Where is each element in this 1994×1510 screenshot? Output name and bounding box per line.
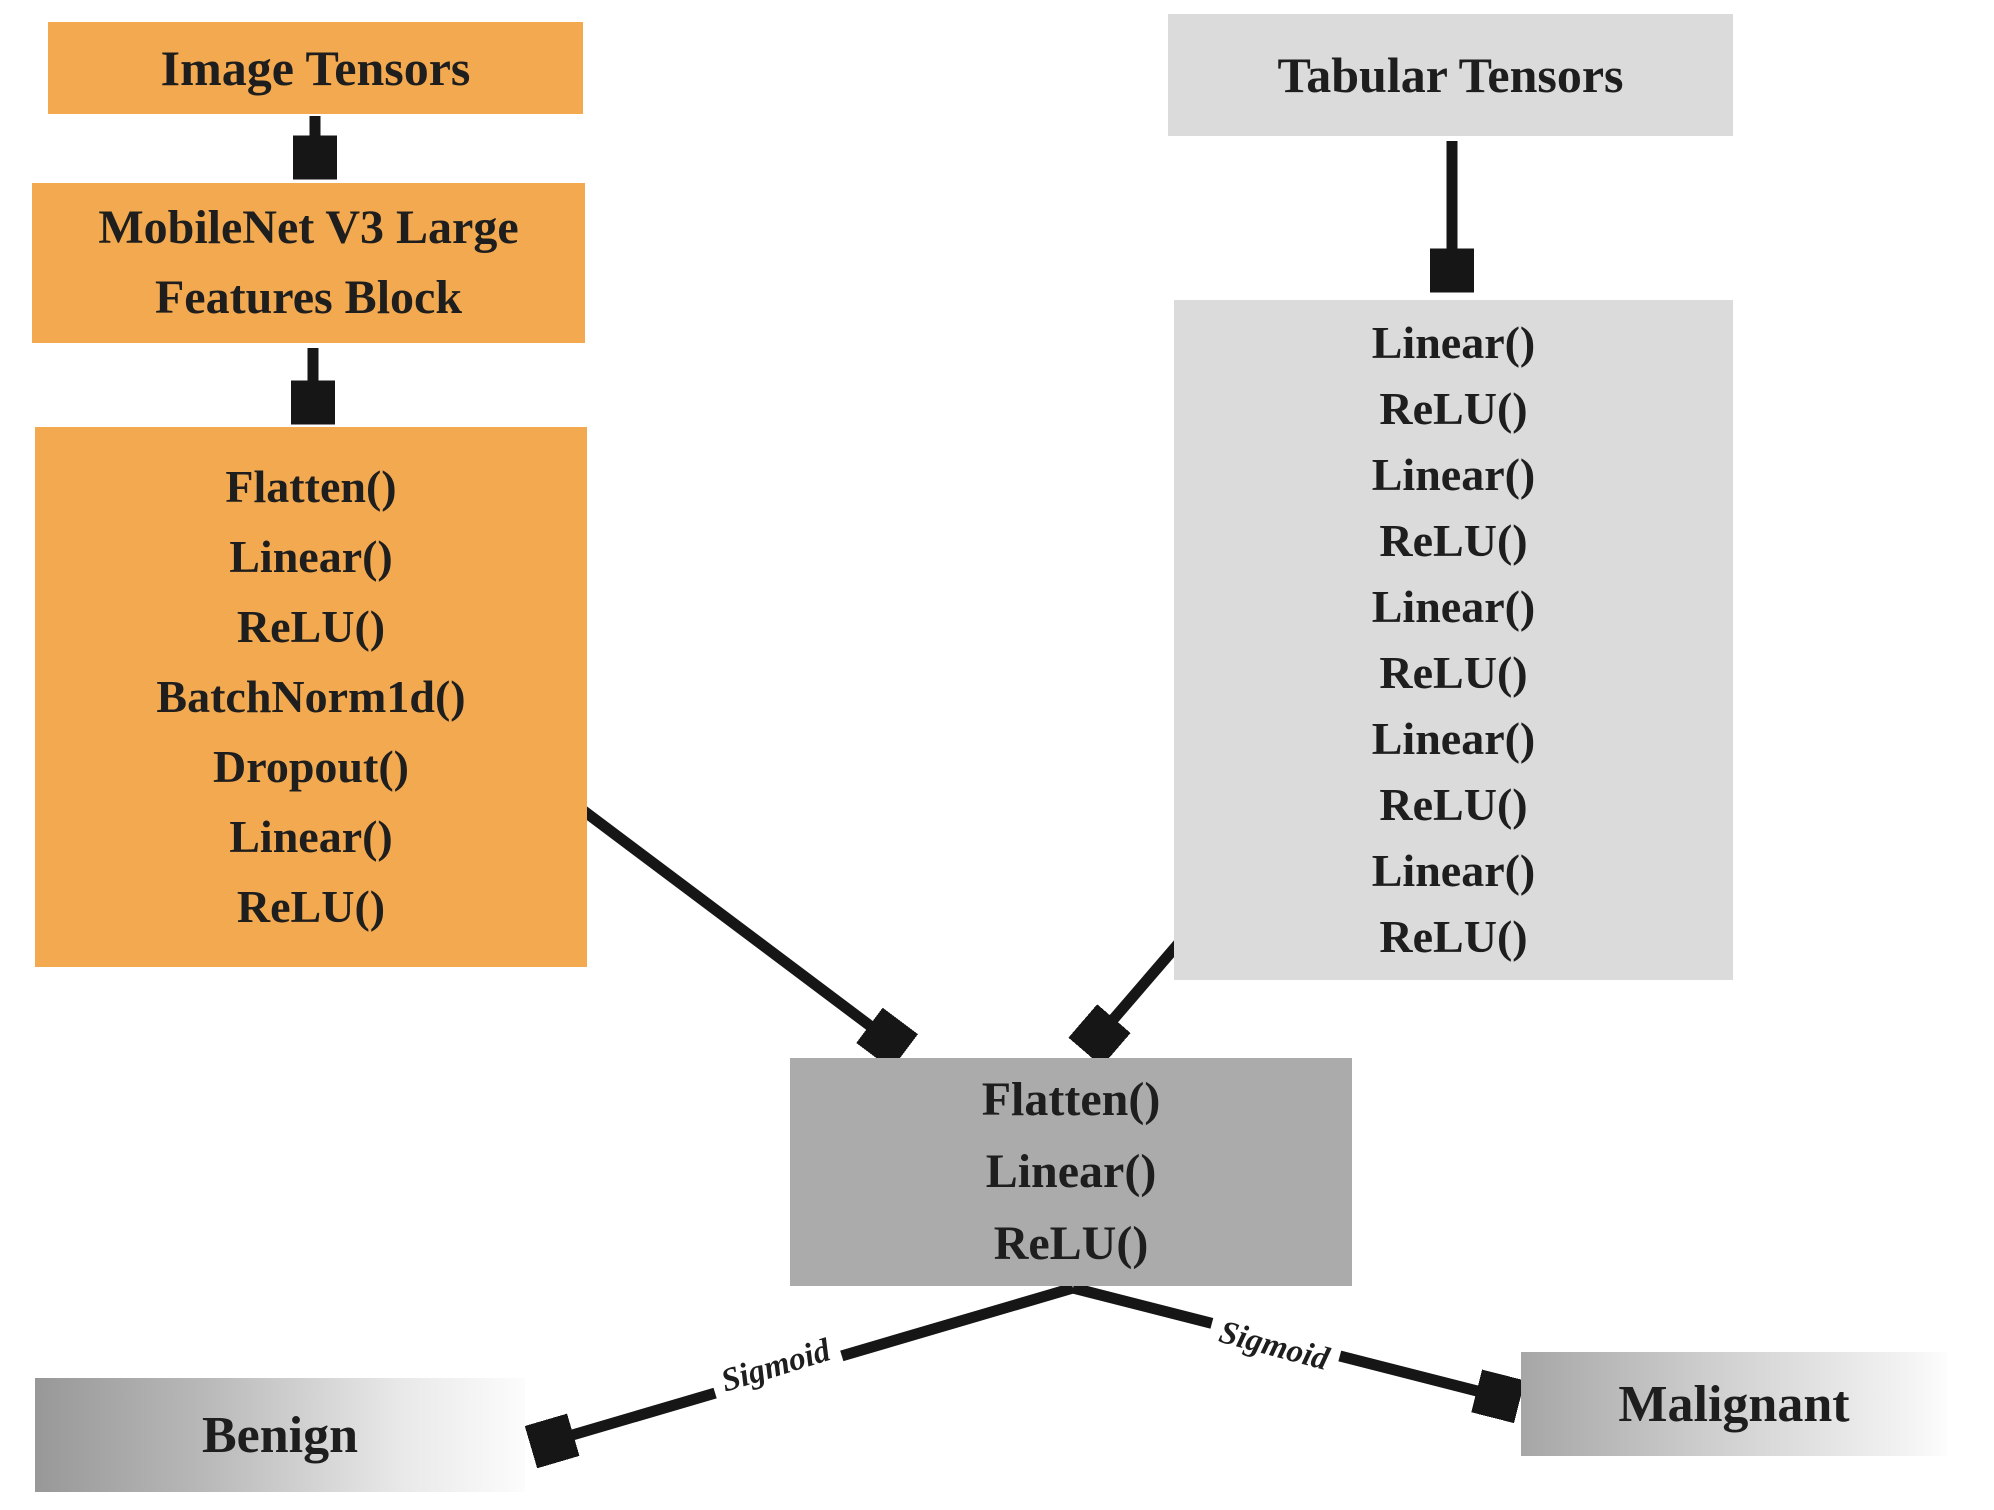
image-head-layers-box: Flatten() Linear() ReLU() BatchNorm1d() …: [35, 427, 587, 967]
malignant-output-box: Malignant: [1521, 1352, 1947, 1456]
layer-label: Linear(): [1371, 845, 1536, 896]
layer-label: Linear(): [229, 811, 393, 862]
layer-label: Flatten(): [225, 461, 397, 512]
layer-label: Dropout(): [213, 741, 409, 792]
layer-label: ReLU(): [1379, 515, 1528, 566]
tabular-mlp-layers-box: Linear() ReLU() Linear() ReLU() Linear()…: [1174, 300, 1733, 980]
layer-label: ReLU(): [1379, 383, 1528, 434]
benign-label: Benign: [201, 1406, 359, 1464]
fusion-layers-box: Flatten() Linear() ReLU(): [790, 1058, 1352, 1286]
layer-label: Linear(): [1371, 449, 1536, 500]
layer-label: ReLU(): [236, 601, 386, 652]
benign-output-box: Benign: [35, 1378, 525, 1492]
mobilenet-backbone-box: MobileNet V3 Large Features Block: [32, 183, 585, 343]
malignant-label: Malignant: [1618, 1375, 1850, 1433]
layer-label: ReLU(): [1379, 647, 1528, 698]
mobilenet-label-line2: Features Block: [154, 271, 463, 324]
image-tensors-label: Image Tensors: [160, 40, 471, 96]
mobilenet-label-line1: MobileNet V3 Large: [98, 201, 519, 254]
tabular-tensors-label: Tabular Tensors: [1277, 47, 1624, 103]
tabular-tensors-box: Tabular Tensors: [1168, 14, 1733, 136]
layer-label: ReLU(): [236, 881, 386, 932]
layer-label: Linear(): [1371, 317, 1536, 368]
layer-label: Flatten(): [981, 1073, 1161, 1126]
layer-label: Linear(): [985, 1145, 1157, 1198]
layer-label: Linear(): [229, 531, 393, 582]
layer-label: ReLU(): [1379, 911, 1528, 962]
layer-label: ReLU(): [993, 1217, 1149, 1270]
image-tensors-box: Image Tensors: [48, 22, 583, 114]
layer-label: Linear(): [1371, 713, 1536, 764]
layer-label: Linear(): [1371, 581, 1536, 632]
layer-label: BatchNorm1d(): [156, 671, 466, 722]
layer-label: ReLU(): [1379, 779, 1528, 830]
arrow-image-head-to-fusion: [528, 767, 873, 1028]
